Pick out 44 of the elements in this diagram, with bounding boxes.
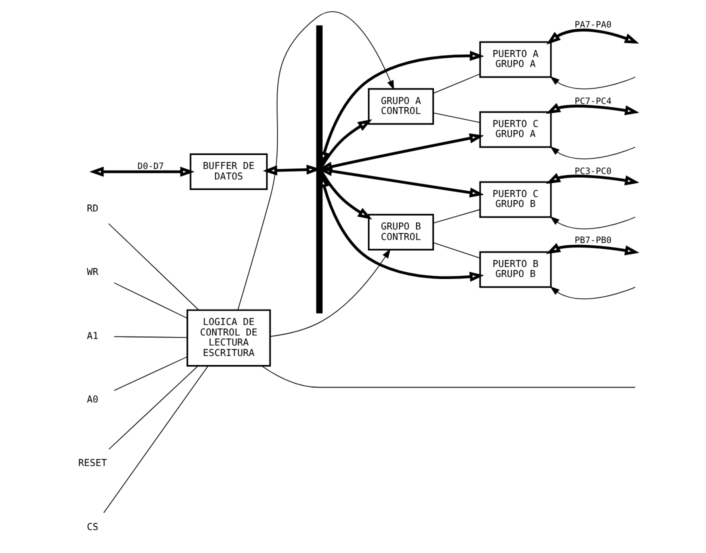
arrow <box>549 146 636 160</box>
edge-label: PA7-PA0 <box>574 20 612 31</box>
connector <box>432 242 480 258</box>
node-box: PUERTO B GRUPO B <box>478 251 552 288</box>
arrow <box>546 28 638 45</box>
arrow <box>88 166 194 177</box>
edge-label: PC3-PC0 <box>574 166 612 177</box>
node-box: GRUPO B CONTROL <box>367 214 434 250</box>
node-text: A0 <box>86 394 98 406</box>
connector <box>432 209 480 224</box>
connector <box>113 336 188 338</box>
node-box: LOGICA DE CONTROL DE LECTURA ESCRITURA <box>186 309 270 367</box>
node-box: PUERTO C GRUPO A <box>478 111 552 148</box>
connector <box>113 356 188 391</box>
connector <box>432 112 480 123</box>
connector <box>432 74 480 94</box>
node-box: PUERTO A GRUPO A <box>478 41 552 78</box>
arrow <box>545 103 638 116</box>
arrow <box>320 172 372 220</box>
node-box: BUFFER DE DATOS <box>189 153 268 190</box>
edge-label: PC7-PC4 <box>574 96 612 107</box>
arrow <box>549 286 636 300</box>
node-text: WR <box>86 267 98 278</box>
arrow <box>320 119 372 168</box>
connector <box>108 366 198 450</box>
arrow <box>545 173 638 186</box>
connector <box>102 366 208 514</box>
edge-label: PB7-PB0 <box>574 236 612 246</box>
node-text: RESET <box>78 458 107 470</box>
node-box: PUERTO C GRUPO B <box>478 181 552 218</box>
arrow <box>237 11 394 310</box>
edge-label: D0-D7 <box>137 162 164 172</box>
connector <box>108 223 199 310</box>
node-text: A1 <box>86 330 98 342</box>
node-text: RD <box>86 204 98 215</box>
arrow <box>549 216 636 230</box>
connector <box>260 366 636 388</box>
arrow <box>545 243 638 256</box>
node-text: CS <box>86 522 98 533</box>
arrow <box>269 248 390 337</box>
node-box: GRUPO A CONTROL <box>367 88 434 125</box>
arrow <box>549 76 636 90</box>
connector <box>113 282 188 319</box>
node-bar <box>316 25 322 314</box>
